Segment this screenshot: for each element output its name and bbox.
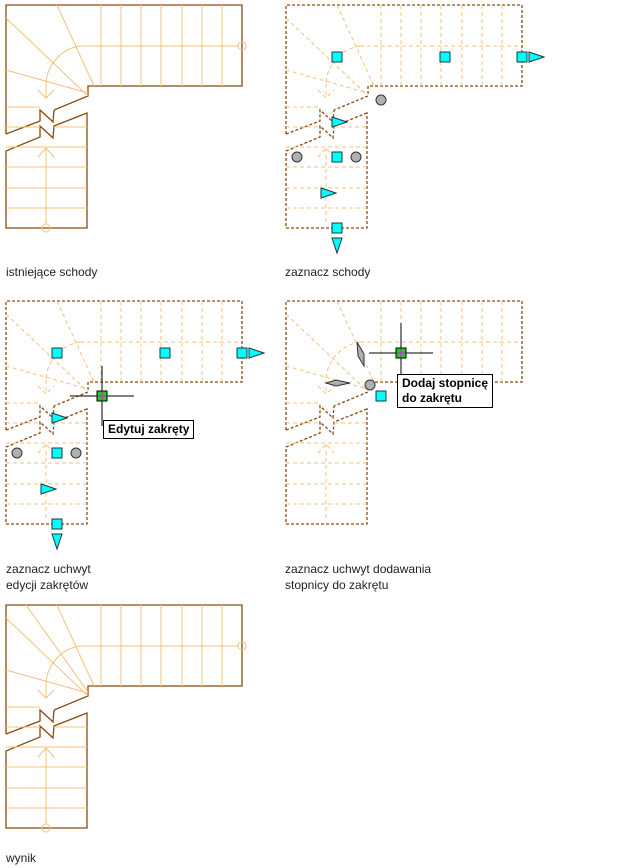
direction-arrow bbox=[317, 385, 335, 395]
triangle-grip-icon[interactable] bbox=[51, 412, 69, 424]
round-grip-icon[interactable] bbox=[11, 447, 23, 459]
triangle-grip-icon[interactable] bbox=[528, 51, 546, 63]
triangle-grip-icon[interactable] bbox=[331, 116, 349, 128]
stair-outline-upper bbox=[285, 300, 523, 430]
winder-line bbox=[5, 617, 89, 697]
stair-end-marker bbox=[237, 641, 247, 651]
panel-select-stair bbox=[280, 0, 560, 260]
winder-line bbox=[5, 69, 89, 94]
tooltip-add-tread: Dodaj stopnicę do zakrętu bbox=[397, 374, 494, 408]
stair-outline-upper bbox=[5, 4, 243, 134]
stair-geometry bbox=[5, 4, 247, 233]
triangle-grip-icon[interactable] bbox=[248, 347, 266, 359]
square-grip-icon[interactable] bbox=[439, 51, 451, 63]
direction-arrow bbox=[37, 747, 55, 758]
winder-line-added bbox=[25, 604, 89, 693]
direction-arrow bbox=[37, 147, 55, 158]
winder-line bbox=[56, 604, 95, 687]
stair-geometry bbox=[285, 4, 523, 229]
square-grip-icon[interactable] bbox=[51, 518, 63, 530]
add-tread-grip-icon[interactable] bbox=[324, 379, 351, 387]
walk-line-arc bbox=[325, 341, 361, 381]
break-line-upper bbox=[5, 404, 55, 431]
stair-outline-upper bbox=[285, 4, 523, 134]
square-grip-icon[interactable] bbox=[516, 51, 528, 63]
caption-result: wynik bbox=[6, 851, 37, 865]
winder-line bbox=[285, 17, 369, 97]
add-tread-grip-icon[interactable] bbox=[356, 341, 365, 368]
stair-outline-lower bbox=[5, 408, 88, 525]
caption-select-add-tread-grip: zaznacz uchwyt dodawania stopnicy do zak… bbox=[285, 562, 432, 592]
round-grip-icon[interactable] bbox=[350, 151, 362, 163]
round-grip-icon[interactable] bbox=[291, 151, 303, 163]
stair-drawing-add-tread[interactable] bbox=[280, 296, 560, 556]
stair-geometry bbox=[5, 300, 243, 525]
triangle-grip-icon[interactable] bbox=[40, 483, 58, 495]
direction-arrow bbox=[317, 89, 335, 99]
square-grip-icon[interactable] bbox=[331, 51, 343, 63]
caption-existing: istniejące schody bbox=[6, 265, 98, 279]
triangle-grip-icon[interactable] bbox=[331, 237, 343, 255]
winder-line bbox=[56, 300, 95, 383]
stair-outline-lower bbox=[5, 712, 88, 829]
square-grip-icon[interactable] bbox=[236, 347, 248, 359]
square-grip-icon[interactable] bbox=[331, 222, 343, 234]
round-grip-icon[interactable] bbox=[70, 447, 82, 459]
stair-drawing-result bbox=[5, 604, 247, 833]
triangle-grip-icon[interactable] bbox=[320, 187, 338, 199]
stair-outline-lower bbox=[285, 408, 368, 525]
stair-outline-lower bbox=[285, 112, 368, 229]
stair-outline-upper bbox=[5, 300, 243, 430]
panel-select-winder-edit-grip: Edytuj zakręty bbox=[0, 296, 280, 556]
round-grip-icon[interactable] bbox=[364, 379, 376, 391]
direction-arrow bbox=[37, 689, 55, 699]
stair-start-marker bbox=[41, 223, 51, 233]
panel-existing bbox=[0, 0, 260, 250]
winder-line bbox=[285, 313, 369, 393]
stair-end-marker bbox=[237, 41, 247, 51]
winder-line bbox=[5, 669, 89, 694]
direction-arrow bbox=[37, 89, 55, 99]
break-line-upper bbox=[285, 108, 335, 135]
triangle-grip-icon[interactable] bbox=[51, 533, 63, 551]
square-grip-icon[interactable] bbox=[159, 347, 171, 359]
winder-line bbox=[336, 4, 375, 87]
square-grip-icon[interactable] bbox=[331, 151, 343, 163]
square-grip-icon[interactable] bbox=[51, 447, 63, 459]
break-line-upper bbox=[5, 708, 55, 735]
winder-line bbox=[56, 4, 95, 87]
break-line-upper bbox=[5, 108, 55, 135]
stair-outline-upper bbox=[5, 604, 243, 734]
round-grip-icon[interactable] bbox=[375, 94, 387, 106]
direction-arrow bbox=[37, 385, 55, 395]
stair-drawing-winder-edit[interactable] bbox=[0, 296, 280, 556]
winder-line bbox=[5, 313, 89, 393]
tooltip-edit-winders: Edytuj zakręty bbox=[103, 420, 195, 439]
stair-geometry bbox=[285, 300, 523, 525]
winder-line bbox=[336, 300, 375, 383]
stair-start-marker bbox=[41, 823, 51, 833]
panel-result bbox=[0, 600, 260, 840]
stair-drawing-selected[interactable] bbox=[280, 0, 560, 260]
winder-line bbox=[285, 365, 369, 390]
walk-line-arc bbox=[45, 341, 81, 381]
walk-line-arc bbox=[45, 645, 81, 685]
square-grip-icon[interactable] bbox=[375, 390, 387, 402]
stair-outline-lower bbox=[5, 112, 88, 229]
winder-line bbox=[285, 69, 369, 94]
walk-line-arc bbox=[45, 45, 81, 85]
winder-line bbox=[5, 365, 89, 390]
stair-geometry bbox=[5, 604, 247, 833]
square-grip-icon[interactable] bbox=[51, 347, 63, 359]
winder-line bbox=[5, 17, 89, 97]
caption-select-winder-edit-grip: zaznacz uchwyt edycji zakrętów bbox=[6, 562, 91, 592]
break-line-upper bbox=[285, 404, 335, 431]
walk-line-arc bbox=[325, 45, 361, 85]
stair-drawing-existing bbox=[5, 4, 247, 233]
caption-select-stair: zaznacz schody bbox=[285, 265, 371, 279]
panel-select-add-tread-grip: Dodaj stopnicę do zakrętu bbox=[280, 296, 560, 556]
